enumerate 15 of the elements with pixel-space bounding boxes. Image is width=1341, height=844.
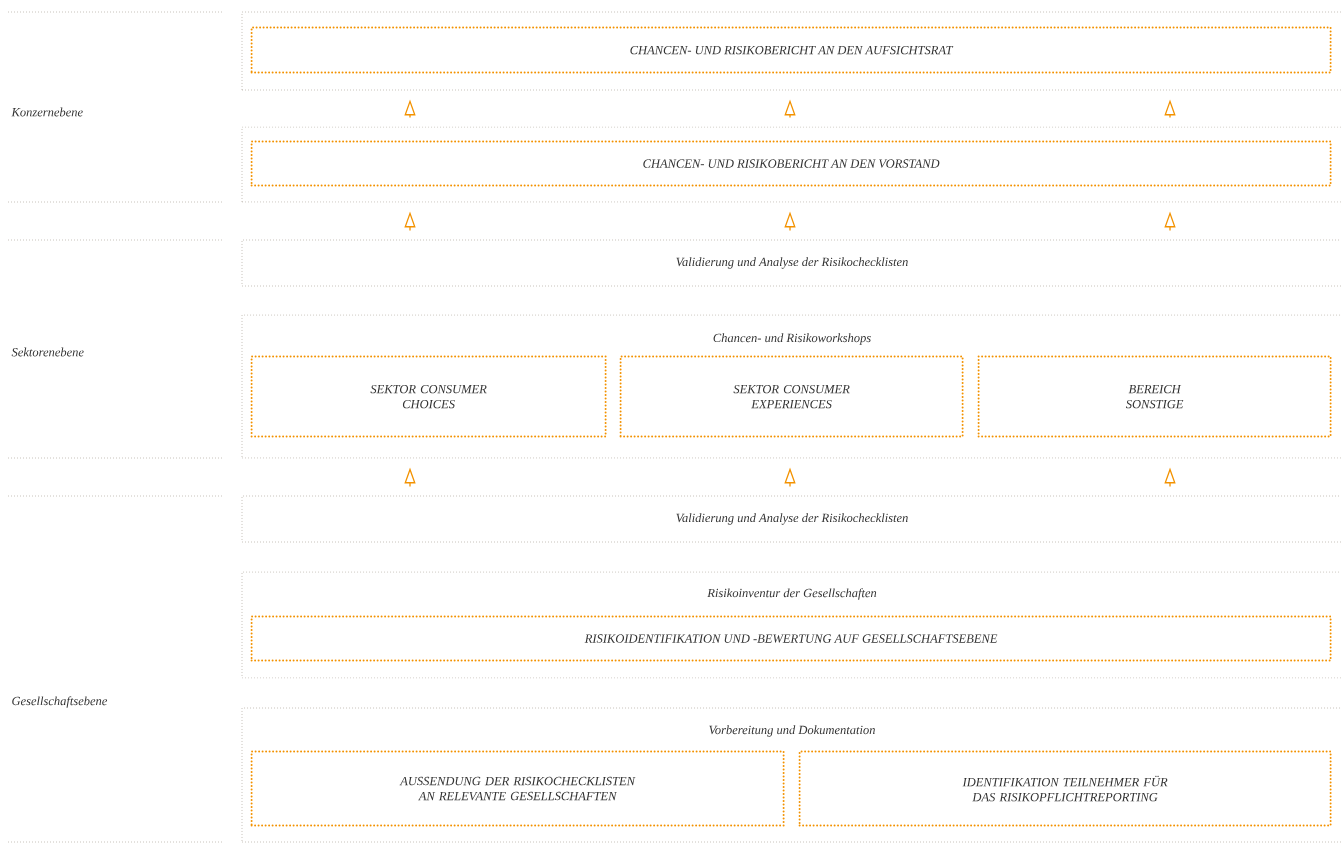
panel-frame <box>241 11 1341 91</box>
level-label: Konzernebene <box>11 107 83 117</box>
panel: Validierung und Analyse der Risikochecklisten <box>241 239 1341 287</box>
level-label: Sektorenebene <box>11 347 84 357</box>
report-box: BEREICH SONSTIGE <box>977 355 1332 438</box>
report-box: RISIKOIDENTIFIKATION UND -BEWERTUNG AUF GESELLSCHAFTSEBENE <box>250 615 1332 662</box>
report-box: AUSSENDUNG DER RISIKOCHECKLISTEN AN RELEVANTE GESELLSCHAFTEN <box>250 750 785 827</box>
report-box: CHANCEN- UND RISIKOBERICHT AN DEN VORSTAND <box>250 140 1332 187</box>
panel-frame <box>241 126 1341 203</box>
report-box: SEKTOR CONSUMER CHOICES <box>250 355 607 438</box>
report-box: SEKTOR CONSUMER EXPERIENCES <box>619 355 964 438</box>
report-box: IDENTIFIKATION TEILNEHMER FÜR DAS RISIKOPFLICHTREPORTING <box>798 750 1332 827</box>
report-box: CHANCEN- UND RISIKOBERICHT AN DEN AUFSICHTSRAT <box>250 26 1332 74</box>
level-label: Gesellschaftsebene <box>12 696 108 708</box>
panel: Validierung und Analyse der Risikochecklisten <box>241 495 1341 543</box>
